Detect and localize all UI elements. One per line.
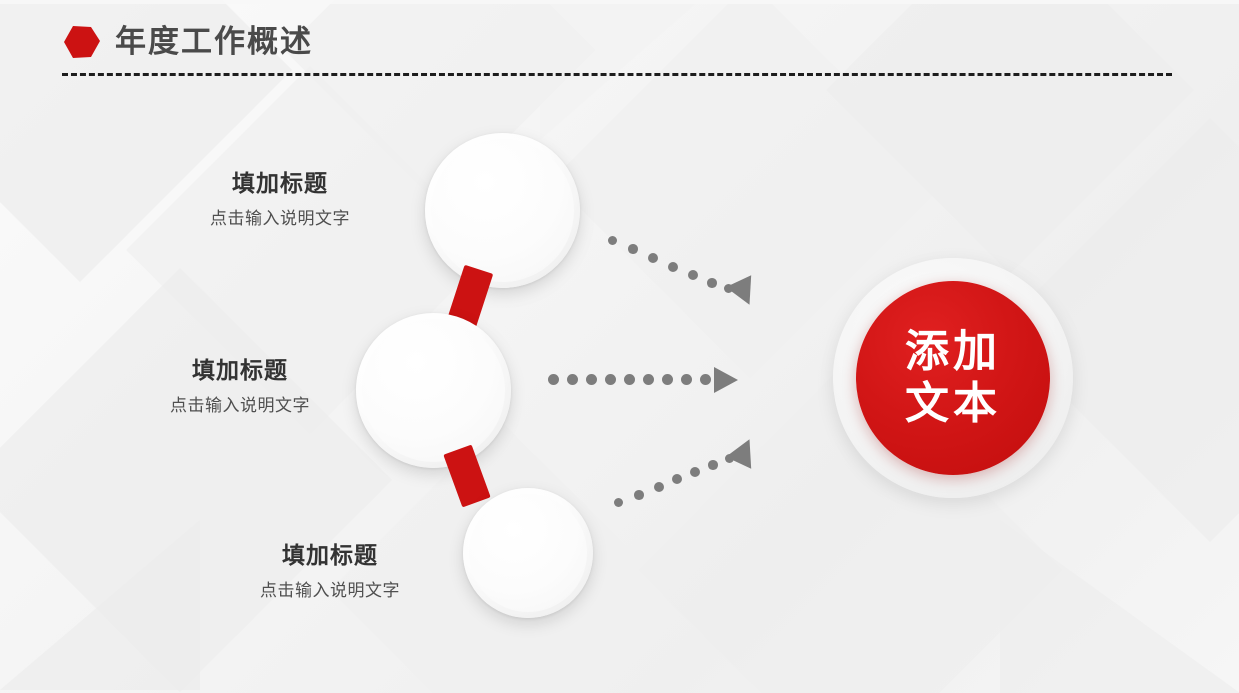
step-3-circle[interactable]	[463, 488, 593, 618]
header-divider	[62, 73, 1172, 76]
step-2-label-block: 填加标题 点击输入说明文字	[110, 355, 370, 418]
slide-header: 年度工作概述	[0, 0, 1239, 92]
step-3-label-block: 填加标题 点击输入说明文字	[200, 540, 460, 603]
background-shape	[0, 520, 200, 690]
step-3-description: 点击输入说明文字	[260, 581, 400, 601]
step-1-circle[interactable]	[425, 133, 580, 288]
presentation-training-icon	[460, 167, 546, 254]
step-2-description: 点击输入说明文字	[170, 396, 310, 416]
step-1-title: 填加标题	[232, 171, 328, 197]
background-shape	[540, 0, 700, 140]
background-shape	[1000, 520, 1239, 693]
arrow-head-icon	[725, 433, 763, 469]
step-2-title: 填加标题	[192, 358, 288, 384]
step-2-circle[interactable]	[356, 313, 511, 468]
mobile-video-call-icon	[491, 517, 565, 588]
hexagon-icon	[63, 25, 101, 59]
result-text-line-2: 文本	[905, 378, 1001, 429]
arrow-head-icon	[714, 367, 738, 393]
laptop-books-elearning-icon	[391, 348, 476, 433]
step-1-label-block: 填加标题 点击输入说明文字	[150, 168, 410, 231]
arrow-step2-to-result	[548, 367, 738, 396]
result-text-line-1: 添加	[905, 326, 1001, 377]
step-3-title: 填加标题	[282, 543, 378, 569]
step-1-description: 点击输入说明文字	[210, 209, 350, 229]
result-circle[interactable]: 添加 文本	[856, 281, 1050, 475]
arrow-step3-to-result	[608, 433, 768, 520]
page-title: 年度工作概述	[115, 24, 313, 60]
arrow-head-icon	[725, 275, 763, 311]
background-shape	[0, 0, 1239, 4]
arrow-step1-to-result	[600, 228, 770, 318]
